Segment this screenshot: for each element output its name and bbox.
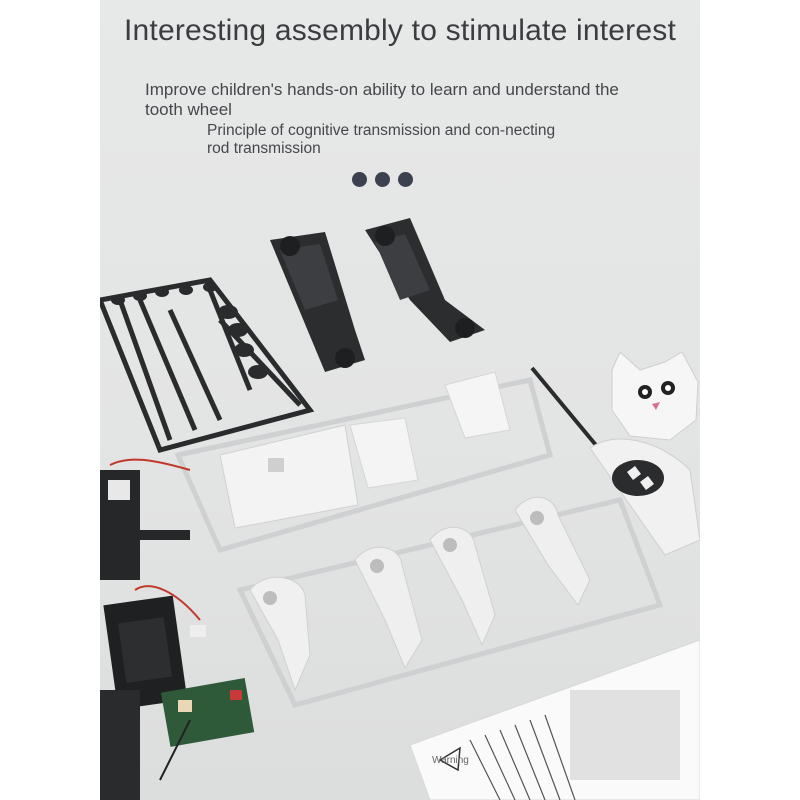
indicator-dot-2 <box>375 172 390 187</box>
dark-card <box>100 690 140 800</box>
legs-sprue-icon <box>236 496 664 708</box>
chassis-left-icon <box>270 232 365 372</box>
dark-sprue-icon <box>100 277 315 453</box>
warning-label: Warning <box>432 755 469 766</box>
instruction-sheet-icon <box>409 639 700 800</box>
indicator-dot-3 <box>398 172 413 187</box>
chassis-right-icon <box>365 218 485 342</box>
white-sprue-icon <box>174 371 554 554</box>
page-indicator <box>352 172 413 187</box>
remote-control-icon <box>530 366 700 556</box>
product-poster: Interesting assembly to stimulate intere… <box>100 0 700 800</box>
sprue-pegs <box>111 282 268 379</box>
subtitle-line-1: Improve children's hands-on ability to l… <box>145 80 619 119</box>
parts-photo <box>100 218 700 800</box>
headline: Interesting assembly to stimulate intere… <box>124 14 676 47</box>
subtitle-line-2: Principle of cognitive transmission and … <box>207 122 556 157</box>
cat-head-icon <box>611 351 699 441</box>
gearbox-icon <box>100 458 191 580</box>
battery-box-icon <box>103 585 206 710</box>
circuit-board-icon <box>159 677 255 781</box>
indicator-dot-1 <box>352 172 367 187</box>
